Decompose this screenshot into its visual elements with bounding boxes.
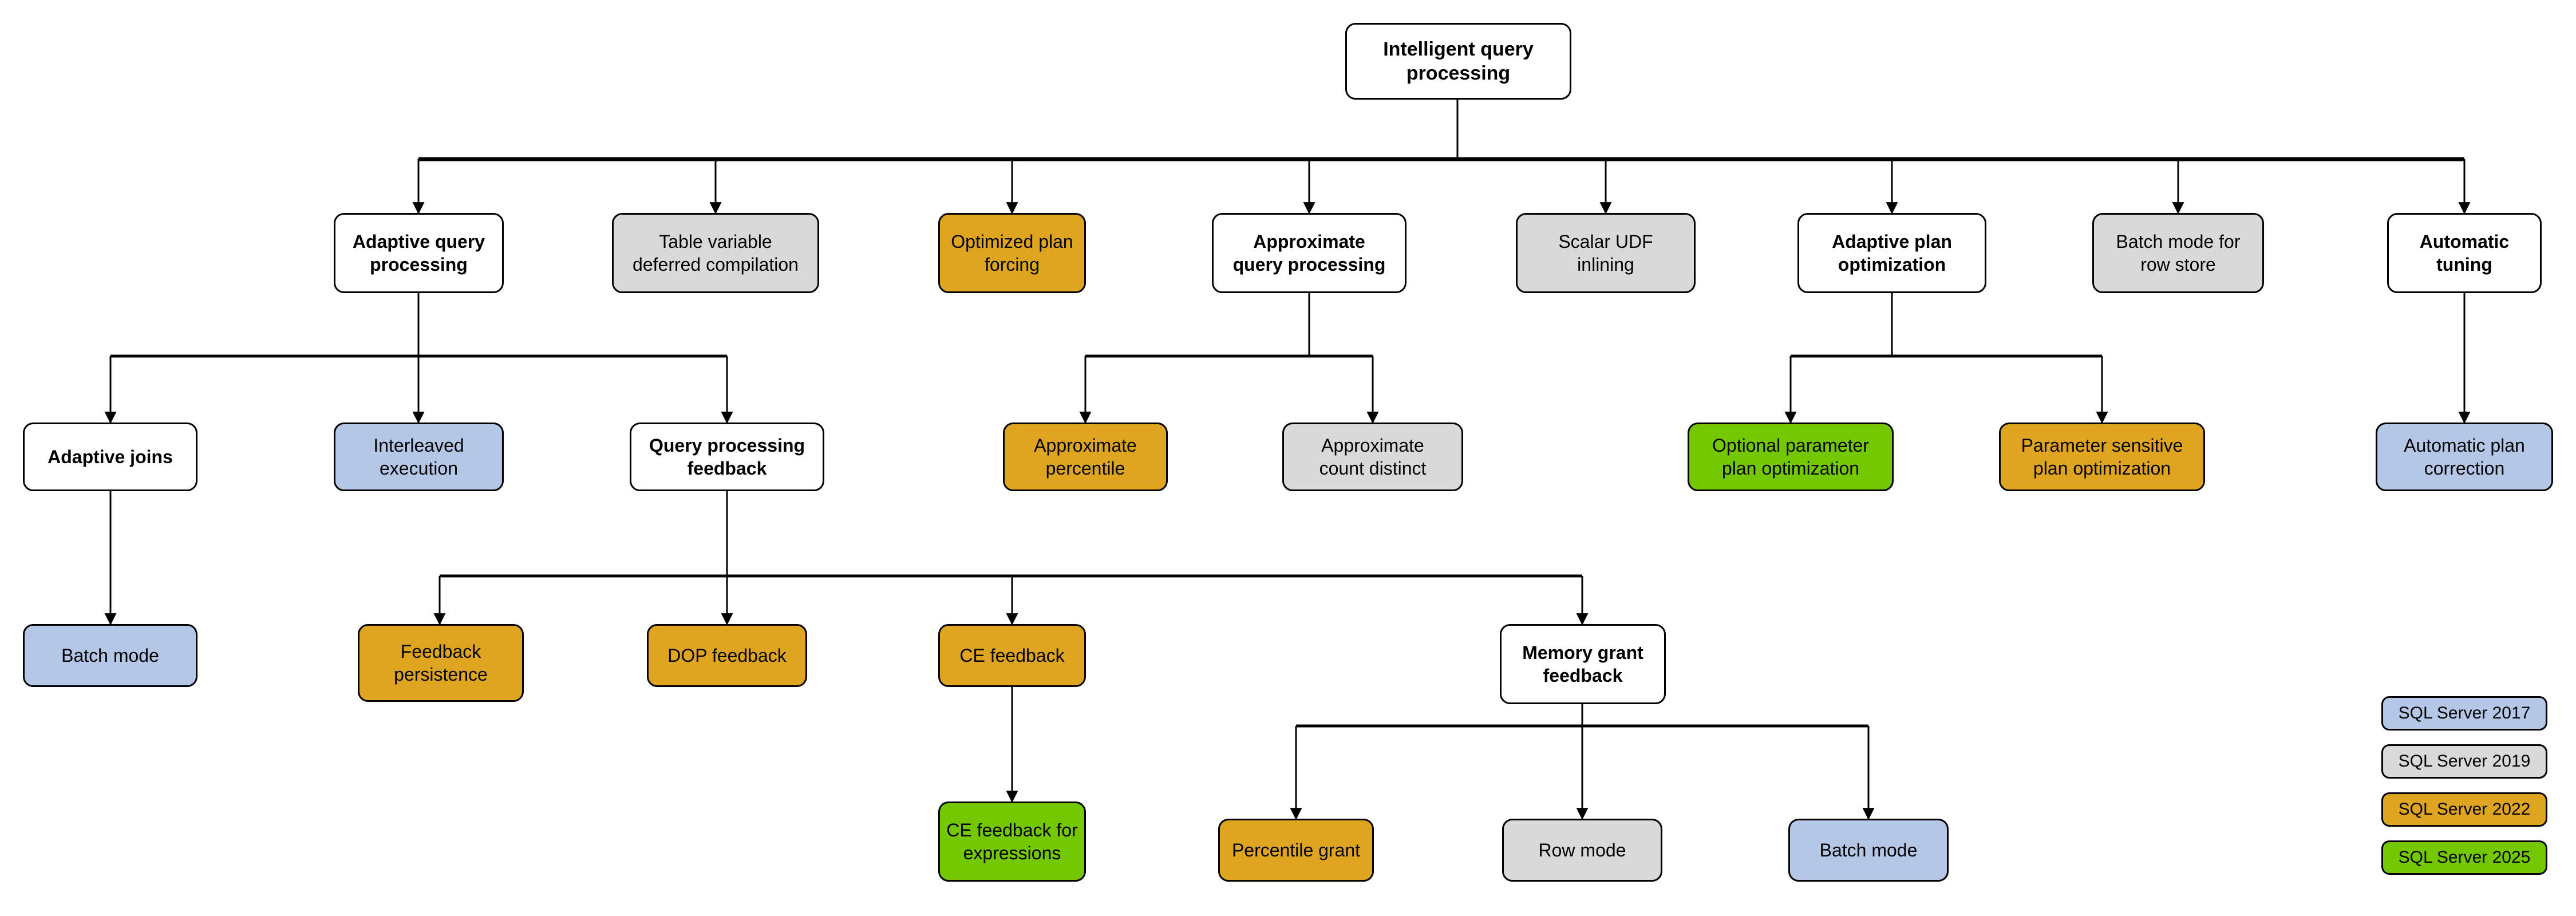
node-intelligent-query-processing[interactable]: Intelligent query processing	[1345, 23, 1571, 100]
node-adaptive-plan-optimization[interactable]: Adaptive plan optimization	[1797, 213, 1986, 293]
node-ce-feedback[interactable]: CE feedback	[938, 624, 1086, 687]
legend-item-sql-server-2019[interactable]: SQL Server 2019	[2381, 744, 2547, 779]
node-dop-feedback[interactable]: DOP feedback	[647, 624, 807, 687]
node-feedback-persistence[interactable]: Feedback persistence	[358, 624, 524, 702]
node-approximate-percentile[interactable]: Approximate percentile	[1003, 423, 1168, 491]
legend-item-sql-server-2022[interactable]: SQL Server 2022	[2381, 792, 2547, 827]
node-approximate-query-processing[interactable]: Approximate query processing	[1212, 213, 1406, 293]
node-optional-parameter-plan-optimization[interactable]: Optional parameter plan optimization	[1688, 423, 1894, 491]
legend-item-sql-server-2025[interactable]: SQL Server 2025	[2381, 840, 2547, 875]
node-ce-feedback-for-expressions[interactable]: CE feedback for expressions	[938, 802, 1086, 882]
node-automatic-tuning[interactable]: Automatic tuning	[2387, 213, 2542, 293]
node-percentile-grant[interactable]: Percentile grant	[1218, 819, 1374, 882]
legend-item-sql-server-2017[interactable]: SQL Server 2017	[2381, 696, 2547, 731]
node-interleaved-execution[interactable]: Interleaved execution	[334, 423, 504, 491]
node-row-mode[interactable]: Row mode	[1502, 819, 1662, 882]
node-query-processing-feedback[interactable]: Query processing feedback	[630, 423, 824, 491]
node-automatic-plan-correction[interactable]: Automatic plan correction	[2376, 423, 2553, 491]
node-approximate-count-distinct[interactable]: Approximate count distinct	[1282, 423, 1463, 491]
node-memory-grant-feedback[interactable]: Memory grant feedback	[1500, 624, 1666, 704]
node-batch-mode-memory-grant[interactable]: Batch mode	[1788, 819, 1949, 882]
node-optimized-plan-forcing[interactable]: Optimized plan forcing	[938, 213, 1086, 293]
node-adaptive-query-processing[interactable]: Adaptive query processing	[334, 213, 504, 293]
node-batch-mode-for-row-store[interactable]: Batch mode for row store	[2092, 213, 2264, 293]
node-adaptive-joins[interactable]: Adaptive joins	[23, 423, 197, 491]
node-batch-mode-adaptive-joins[interactable]: Batch mode	[23, 624, 197, 687]
node-scalar-udf-inlining[interactable]: Scalar UDF inlining	[1516, 213, 1696, 293]
node-table-variable-deferred-compilation[interactable]: Table variable deferred compilation	[612, 213, 819, 293]
node-parameter-sensitive-plan-optimization[interactable]: Parameter sensitive plan optimization	[1999, 423, 2205, 491]
